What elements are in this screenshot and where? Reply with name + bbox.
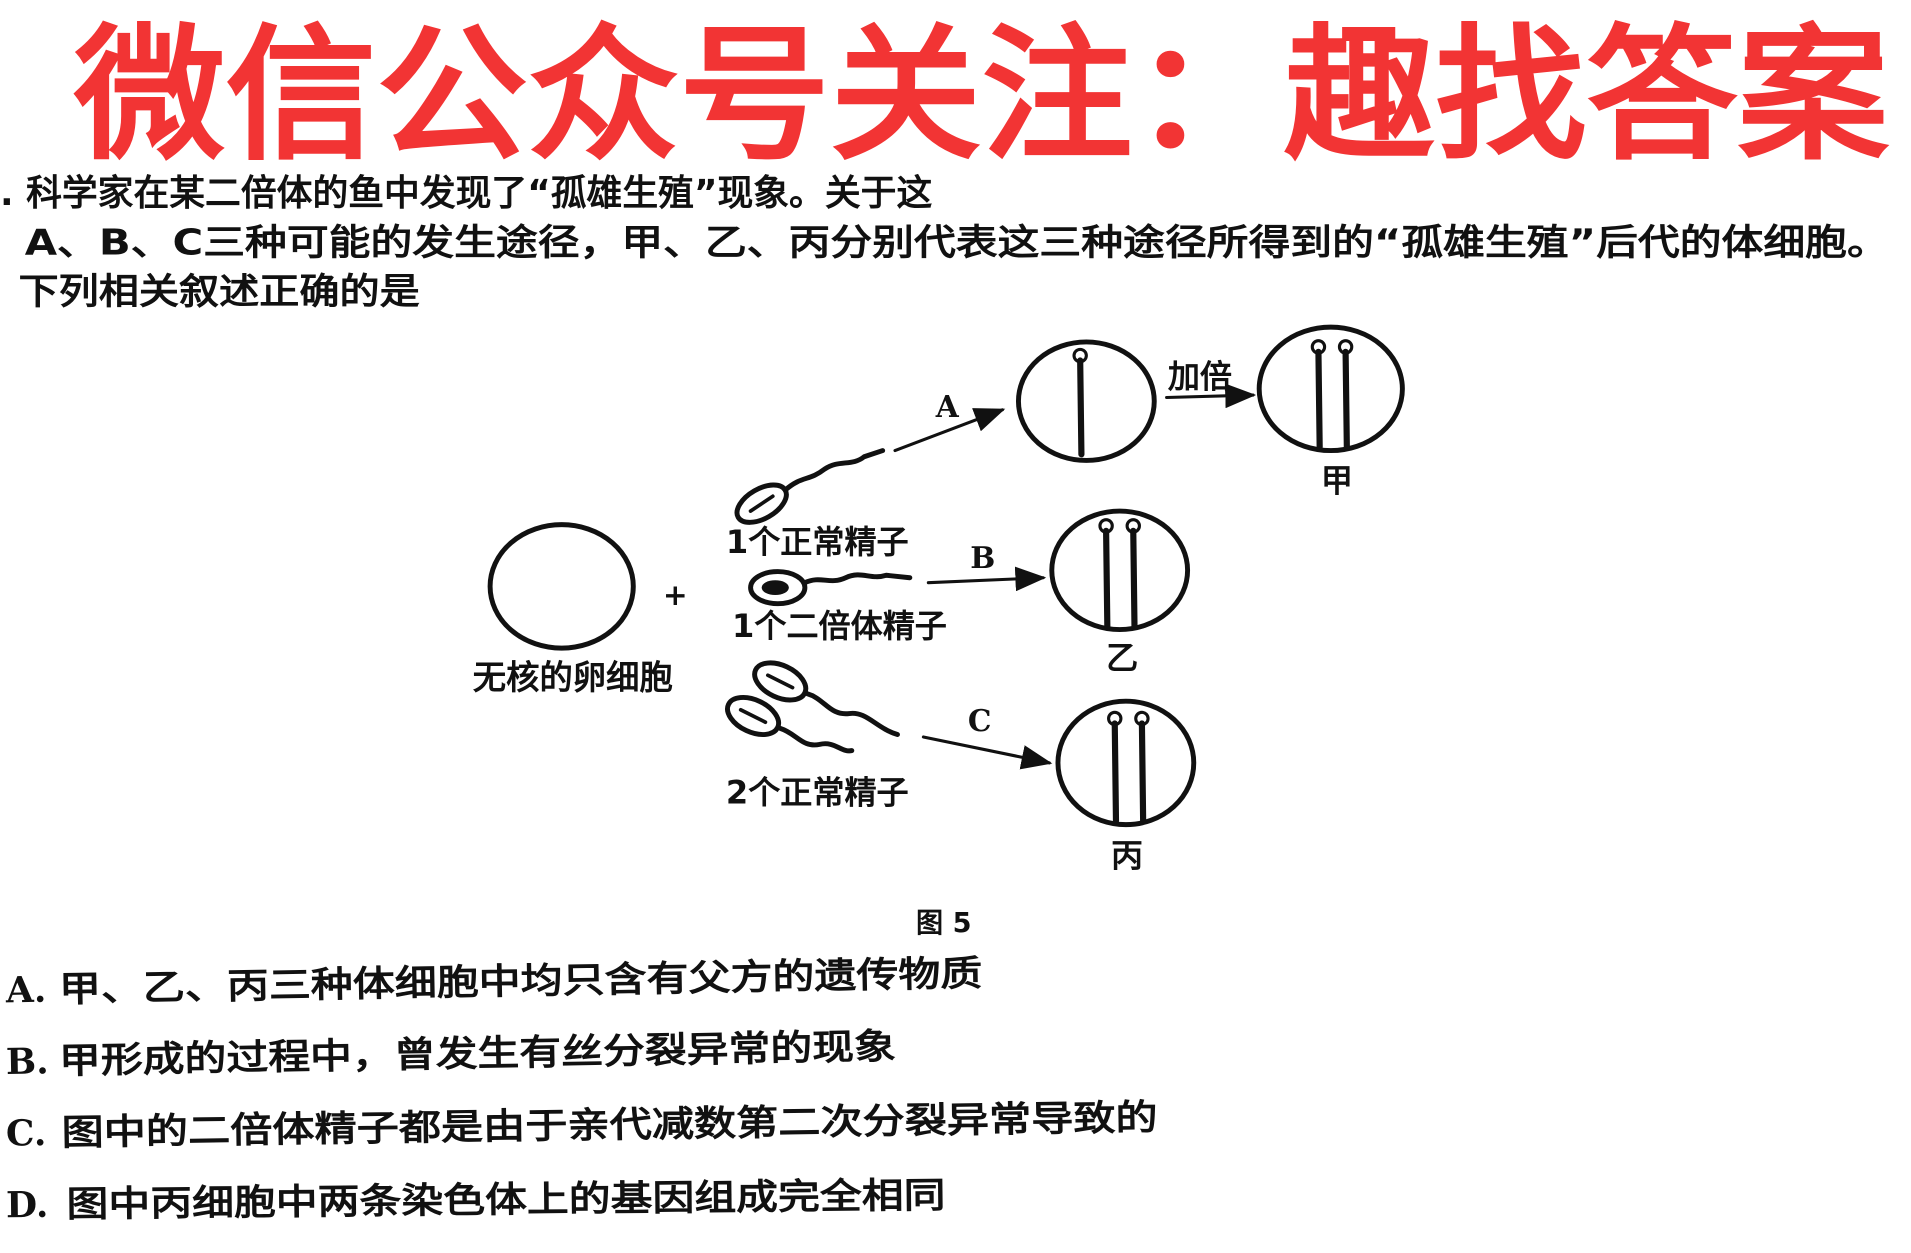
cell-yi (1049, 508, 1191, 633)
option-b-text: 甲形成的过程中，曾发生有丝分裂异常的现象 (59, 1026, 897, 1082)
cell-bing (1055, 698, 1197, 828)
two-normal-sperm (725, 660, 900, 754)
diploid-sperm (748, 569, 913, 607)
option-c-letter: C. (6, 1112, 47, 1155)
arrow-c (921, 735, 1053, 770)
sperm2-label: 1个二倍体精子 (732, 607, 947, 645)
option-a[interactable]: A. 甲、乙、丙三种体细胞中均只含有父方的遗传物质 (5, 952, 983, 1011)
option-a-letter: A. (5, 969, 47, 1012)
option-d-text: 图中丙细胞中两条染色体上的基因组成完全相同 (66, 1174, 945, 1225)
sperm3-label: 2个正常精子 (726, 774, 909, 812)
option-c-text: 图中的二倍体精子都是由于亲代减数第二次分裂异常导致的 (61, 1098, 1158, 1154)
sperm1-label: 1个正常精子 (726, 523, 909, 561)
question-stem-line3: 下列相关叙述正确的是 (19, 272, 420, 313)
path-b-label: B (970, 540, 995, 575)
cell-bing-label: 丙 (1111, 837, 1143, 875)
haploid-cell (1015, 339, 1157, 463)
arrow-a (893, 408, 1006, 453)
plus-sign: + (663, 578, 688, 612)
figure-caption: 图 5 (916, 908, 971, 939)
egg-cell (487, 522, 636, 651)
option-a-text: 甲、乙、丙三种体细胞中均只含有父方的遗传物质 (59, 953, 983, 1010)
arrow-b (926, 566, 1047, 592)
question-stem-line2: A、B、C三种可能的发生途径，甲、乙、丙分别代表这三种途径所得到的“孤雄生殖”后… (25, 221, 1889, 263)
arrow-double (1165, 383, 1257, 409)
path-c-label: C (968, 703, 992, 738)
cell-yi-label: 乙 (1106, 639, 1138, 677)
option-b[interactable]: B. 甲形成的过程中，曾发生有丝分裂异常的现象 (6, 1025, 897, 1083)
option-d[interactable]: D. 图中丙细胞中两条染色体上的基因组成完全相同 (6, 1174, 946, 1226)
path-a-label: A (935, 389, 960, 424)
question-stem-line1: . 科学家在某二倍体的鱼中发现了“孤雄生殖”现象。关于这 (0, 172, 932, 214)
cell-jia-label: 甲 (1321, 461, 1353, 499)
double-label: 加倍 (1168, 358, 1232, 396)
cell-jia (1256, 324, 1405, 454)
option-b-letter: B. (6, 1040, 49, 1083)
option-d-letter: D. (6, 1184, 49, 1226)
watermark: 微信公众号关注：趣找答案 (73, 12, 1890, 181)
figure-5: + 无核的卵细胞 A 1个正常精子 加倍 甲 (473, 324, 1405, 939)
egg-label: 无核的卵细胞 (473, 658, 673, 697)
option-c[interactable]: C. 图中的二倍体精子都是由于亲代减数第二次分裂异常导致的 (6, 1097, 1158, 1155)
normal-sperm (734, 448, 886, 525)
